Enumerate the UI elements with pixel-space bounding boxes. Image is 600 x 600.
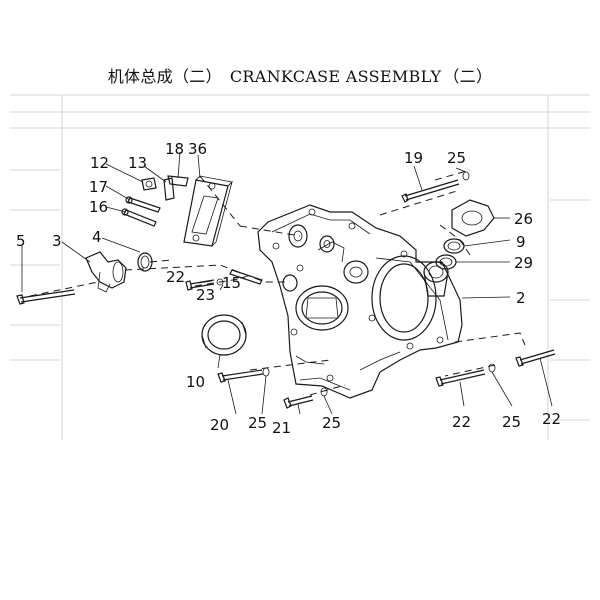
bracket-part bbox=[183, 175, 233, 247]
callout-9: 9 bbox=[516, 233, 526, 251]
bolt-part-5 bbox=[16, 289, 76, 305]
pin-part-15 bbox=[229, 269, 263, 285]
callout-22-bottom: 22 bbox=[452, 413, 471, 431]
bolts-group bbox=[185, 171, 556, 409]
callout-29: 29 bbox=[514, 254, 533, 272]
callout-17: 17 bbox=[89, 178, 108, 196]
callout-25-top: 25 bbox=[447, 149, 466, 167]
callout-10: 10 bbox=[186, 373, 205, 391]
gear-housing-part bbox=[257, 204, 463, 399]
callout-25-bottom-right: 25 bbox=[502, 413, 521, 431]
elbow-fitting-part bbox=[85, 251, 127, 293]
callout-2: 2 bbox=[516, 289, 526, 307]
callout-22-left: 22 bbox=[166, 268, 185, 286]
filler-cap-assembly bbox=[435, 199, 495, 270]
callout-18: 18 bbox=[165, 140, 184, 158]
oil-seal-part bbox=[201, 314, 247, 356]
callout-26: 26 bbox=[514, 210, 533, 228]
page-title: 机体总成（二） CRANKCASE ASSEMBLY（二） bbox=[0, 63, 600, 87]
callout-15: 15 bbox=[222, 274, 241, 292]
o-ring-part bbox=[137, 252, 153, 272]
callout-4: 4 bbox=[92, 228, 102, 246]
callout-22-right: 22 bbox=[542, 410, 561, 428]
callout-23: 23 bbox=[196, 286, 215, 304]
title-chinese: 机体总成（二） bbox=[107, 67, 222, 86]
callout-5: 5 bbox=[16, 232, 26, 250]
small-fittings-cluster bbox=[121, 175, 189, 227]
title-english: CRANKCASE ASSEMBLY bbox=[229, 67, 442, 86]
title-suffix: （二） bbox=[443, 67, 493, 86]
callout-labels: 12 13 18 36 17 16 4 3 5 22 23 15 10 20 2… bbox=[16, 140, 561, 437]
callout-3: 3 bbox=[52, 232, 62, 250]
callout-19: 19 bbox=[404, 149, 423, 167]
callout-12: 12 bbox=[90, 154, 109, 172]
leader-lines bbox=[21, 151, 553, 415]
callout-20: 20 bbox=[210, 416, 229, 434]
callout-36: 36 bbox=[188, 140, 207, 158]
callout-25-bottom-left: 25 bbox=[248, 414, 267, 432]
callout-25-bottom-mid: 25 bbox=[322, 414, 341, 432]
callout-16: 16 bbox=[89, 198, 108, 216]
callout-13: 13 bbox=[128, 154, 147, 172]
callout-21: 21 bbox=[272, 419, 291, 437]
